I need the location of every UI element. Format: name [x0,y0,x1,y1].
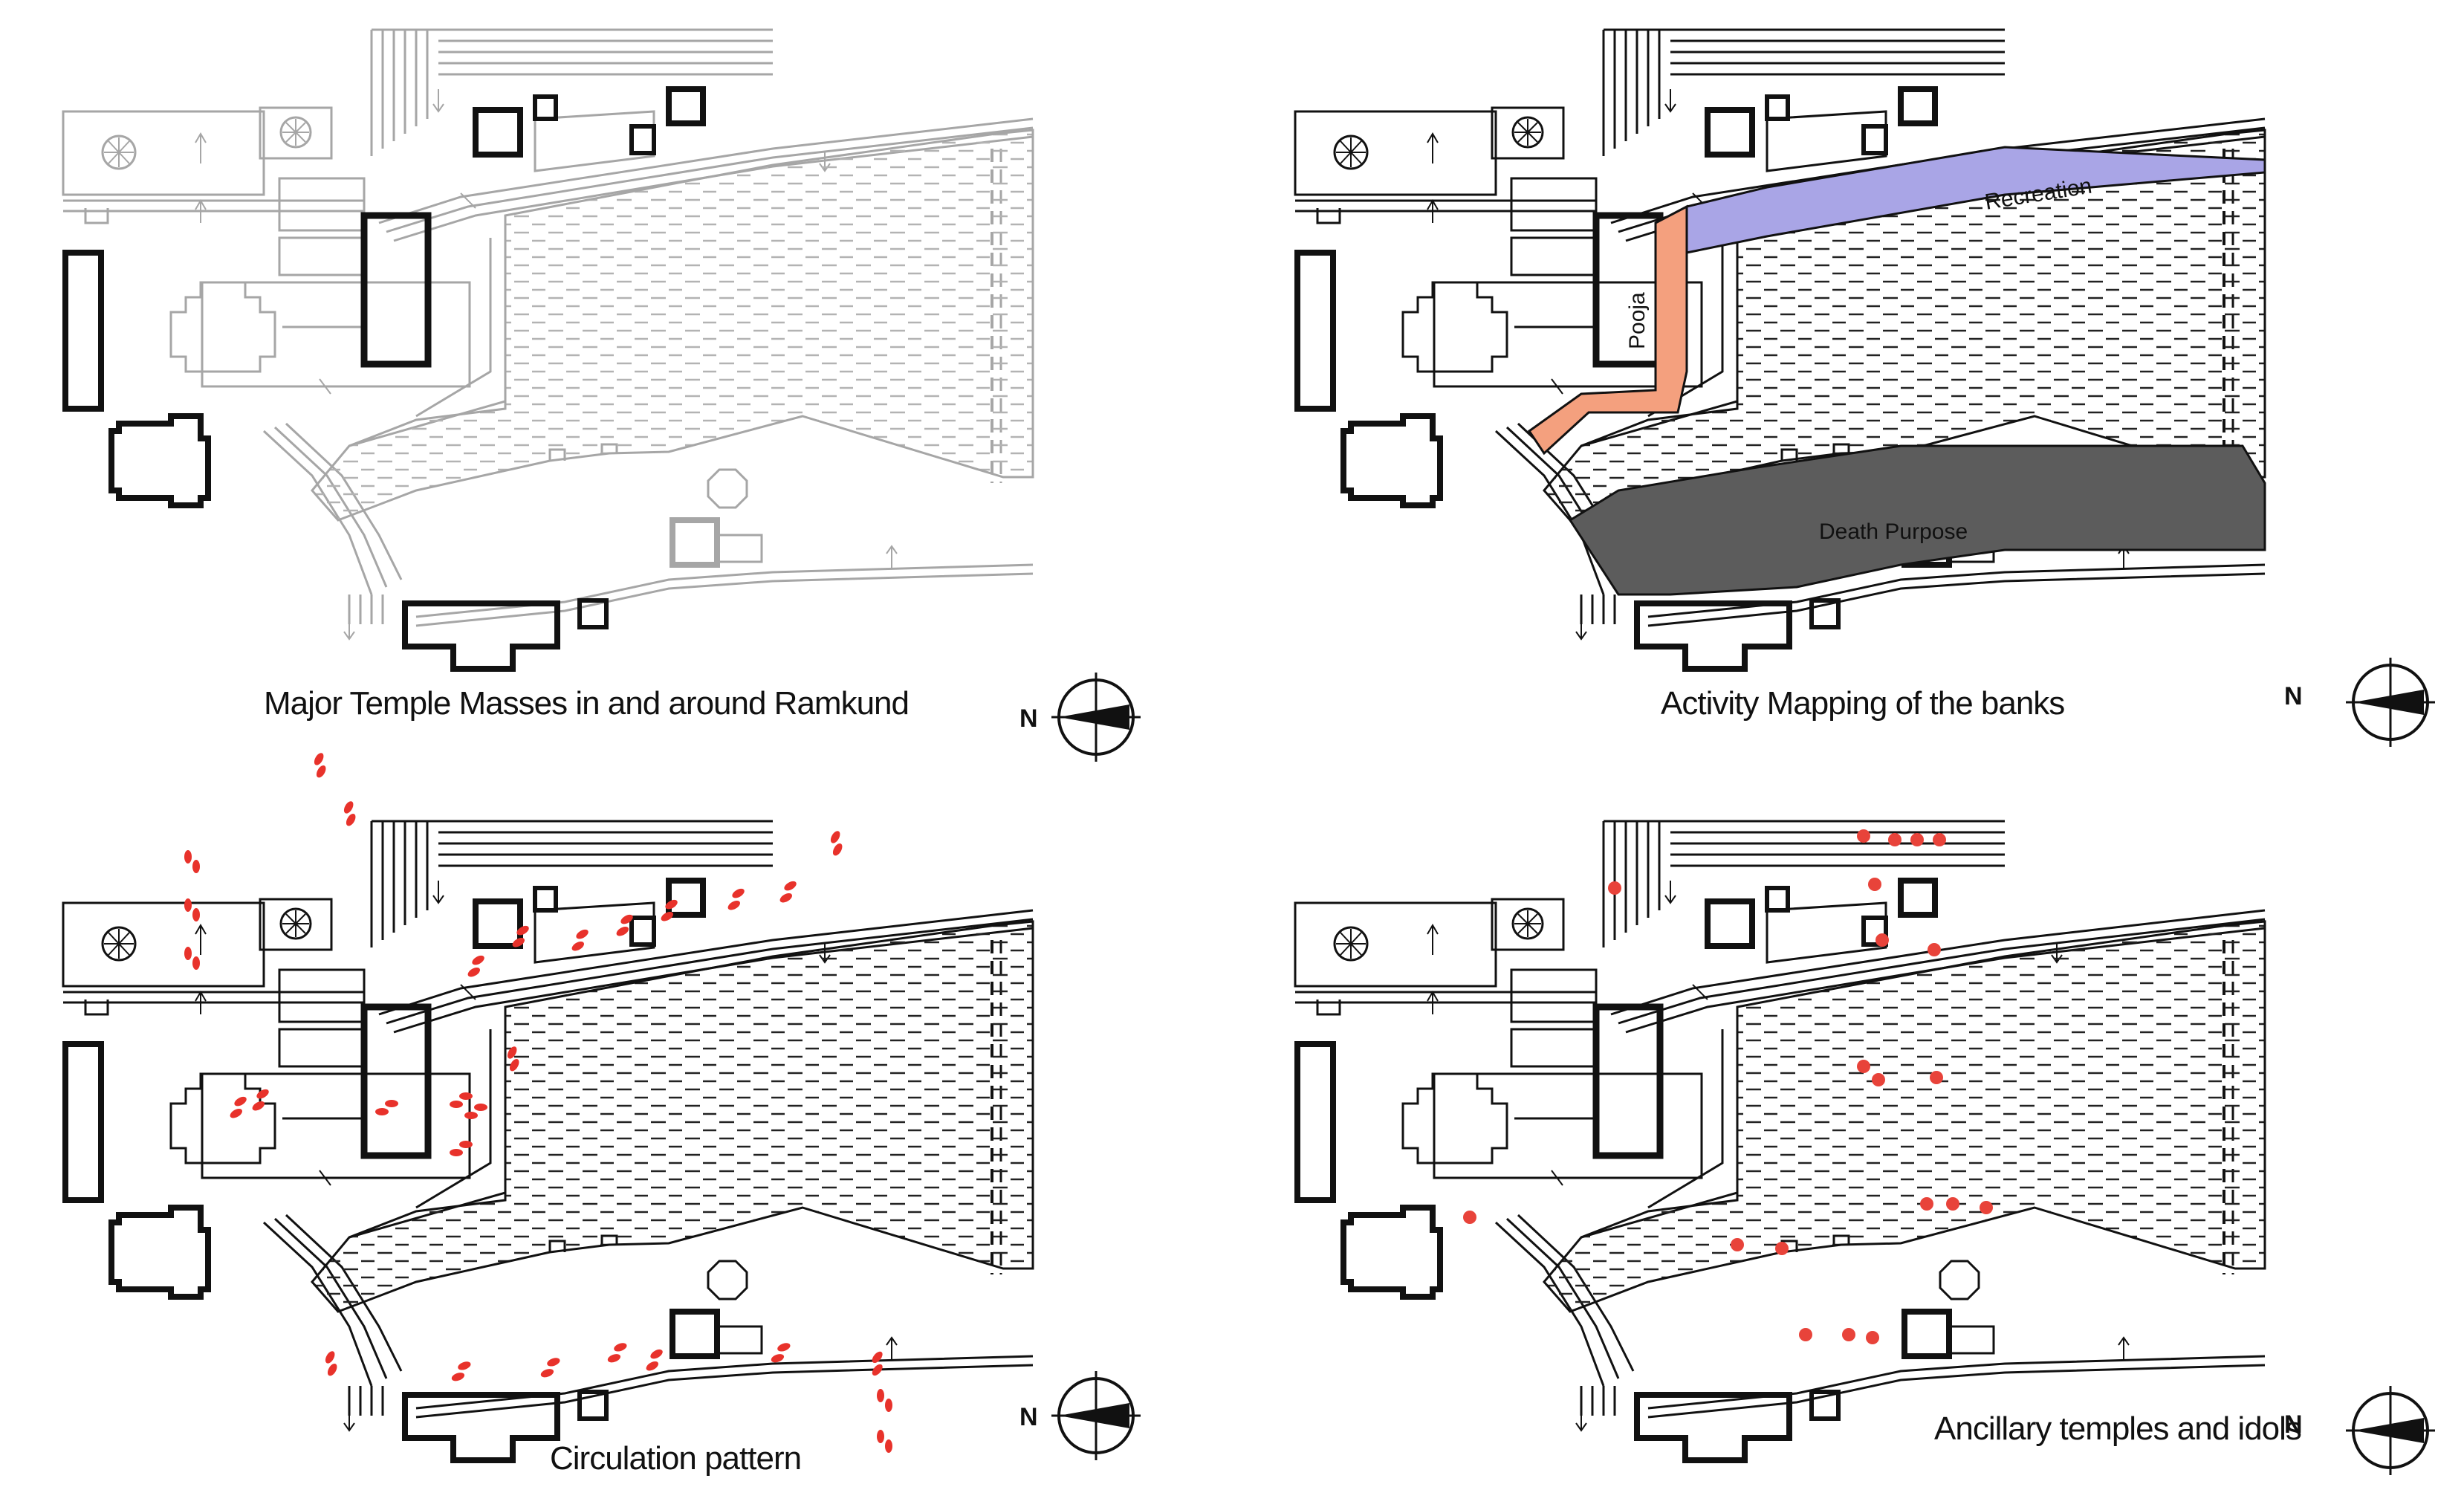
footprint-icon [540,1358,560,1378]
footprint-icon [779,881,797,903]
footprint-icon [325,1351,337,1376]
north-compass-icon [1051,1371,1141,1460]
footprint-icon [450,1092,473,1108]
idol-marker-icon [1928,943,1941,956]
idol-marker-icon [1857,1060,1870,1073]
footprint-icon [450,1141,473,1156]
site-plan-ancillary [1232,743,2464,1486]
footprint-icon [661,899,678,921]
death-purpose-label: Death Purpose [1819,519,1968,544]
idol-marker-icon [1946,1197,1959,1211]
north-compass-icon [2346,1386,2435,1475]
panel-caption: Ancillary temples and idols [1934,1410,2302,1447]
idol-marker-icon [1910,833,1924,846]
panel-activity-mapping: Recreation Pooja Death Purpose Activity … [1232,0,2464,747]
footprint-icon [343,801,356,826]
idol-marker-icon [1463,1211,1476,1224]
footprint-icon [467,955,484,977]
footprint-icon [771,1343,791,1363]
pooja-label: Pooja [1625,292,1650,349]
north-compass-icon [1051,673,1141,762]
idol-marker-icon [1875,933,1889,947]
idol-marker-icon [1930,1071,1943,1084]
footprint-icon [872,1351,883,1376]
footprint-icon [616,914,633,936]
panel-caption: Circulation pattern [550,1440,802,1477]
footprint-icon [607,1343,627,1363]
idol-marker-icon [1857,829,1870,843]
idol-marker-icon [1866,1331,1879,1344]
site-plan-circulation [0,753,1232,1486]
idol-marker-icon [1608,881,1621,895]
idol-marker-icon [1799,1328,1812,1341]
footprint-icon [877,1389,892,1412]
footprint-icon [877,1430,892,1453]
footprint-icon [375,1100,398,1115]
idol-marker-icon [1920,1197,1933,1211]
footprint-icon [184,850,200,873]
panel-circulation: Circulation pattern N [0,743,1232,1486]
north-label: N [1019,704,1038,733]
idol-marker-icon [1872,1073,1885,1086]
footprint-icon [230,1096,247,1118]
panel-ancillary: Ancillary temples and idols N [1232,743,2464,1486]
idol-marker-icon [1888,833,1902,846]
footprint-icon [507,1046,519,1072]
idol-marker-icon [1868,878,1881,891]
footprint-icon [252,1089,269,1111]
footprint-icon [512,925,529,947]
footprint-icons [184,753,892,1453]
footprint-icon [184,898,200,921]
idol-marker-icon [1980,1201,1993,1214]
footprint-icon [727,888,745,910]
recreation-zone [1685,146,2266,254]
footprint-icon [830,831,843,856]
death-purpose-zone [1568,444,2266,596]
north-label: N [2284,682,2303,710]
footprint-icon [464,1104,487,1119]
site-plan-faded [0,0,1232,743]
idol-marker-icons [1463,829,1993,1344]
footprint-icon [451,1361,471,1381]
north-compass-icon [2346,658,2435,747]
footprint-icon [314,753,326,778]
site-plan-activity: Recreation Pooja Death Purpose [1232,0,2464,743]
footprint-icon [646,1349,663,1371]
idol-marker-icon [1933,833,1946,846]
panel-caption: Major Temple Masses in and around Ramkun… [264,685,910,722]
idol-marker-icon [1775,1242,1789,1255]
idol-marker-icon [1842,1328,1855,1341]
footprint-icon [571,929,589,951]
panel-caption: Activity Mapping of the banks [1661,685,2065,722]
idol-marker-icon [1731,1238,1744,1251]
north-label: N [1019,1403,1038,1431]
panel-temple-masses: Major Temple Masses in and around Ramkun… [0,0,1232,762]
footprint-icon [184,947,200,970]
north-label: N [2284,1410,2303,1439]
pooja-zone [1527,204,1688,456]
